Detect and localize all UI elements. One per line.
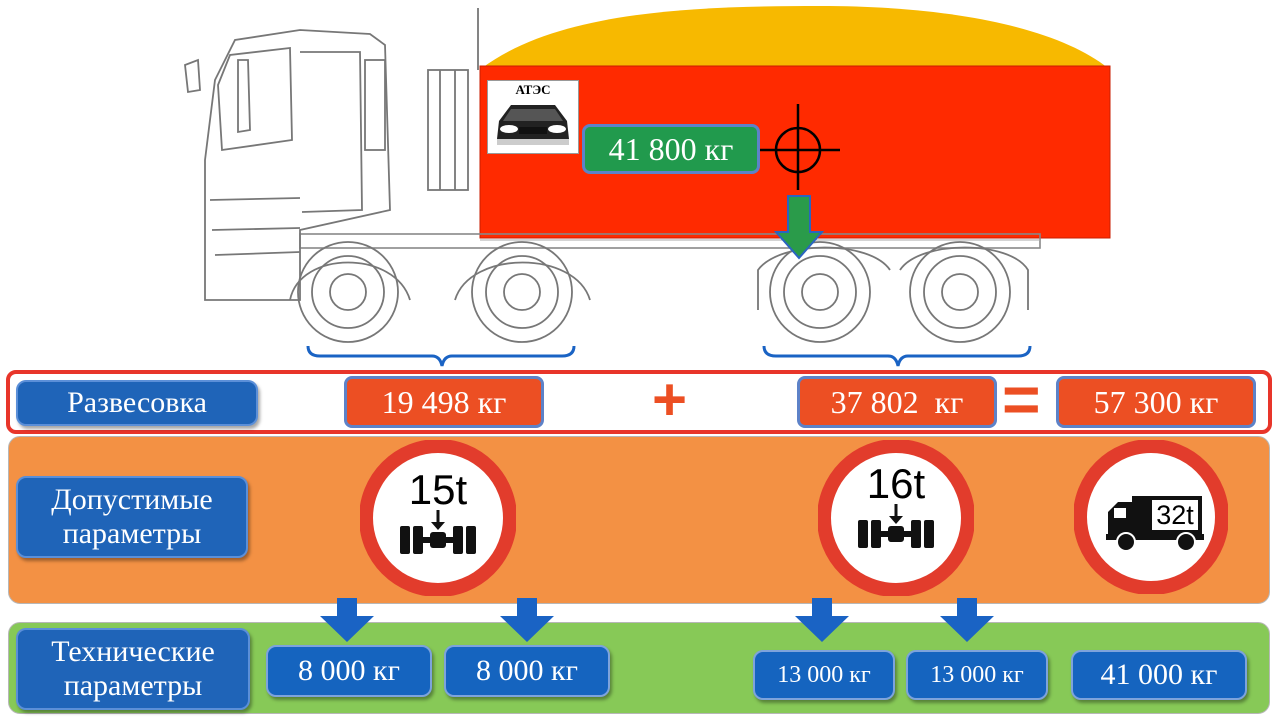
weighing-label: Развесовка (16, 380, 258, 426)
rear-axle-1-capacity: 13 000 кг (753, 650, 895, 700)
total-weight: 57 300 кг (1056, 376, 1256, 428)
atec-badge: АТЭС (487, 80, 579, 154)
front-axle-brace (306, 345, 576, 367)
plus-sign: + (652, 366, 688, 433)
front-axle-2-capacity: 8 000 кг (444, 645, 610, 697)
front-wheel-2 (454, 241, 591, 343)
front-axle-limit-sign: 15t (360, 440, 516, 596)
truck-cab (184, 8, 479, 301)
load-down-arrow (773, 195, 825, 260)
permitted-label: Допустимые параметры (16, 476, 248, 558)
rear-axle-limit-text: 16t (867, 460, 926, 507)
front-axles-weight: 19 498 кг (344, 376, 544, 428)
arrow-down-icon (795, 598, 849, 642)
total-weight-limit-sign: 32t (1074, 440, 1228, 594)
rear-axle-brace (762, 345, 1032, 367)
rear-axles-weight: 37 802 кг (797, 376, 997, 428)
truck-icon (1106, 496, 1204, 552)
technical-label: Технические параметры (16, 628, 250, 710)
front-wheel-1 (289, 241, 411, 343)
car-front-icon (497, 105, 569, 145)
axle-icon (858, 504, 934, 548)
center-of-mass-target (760, 104, 840, 190)
total-capacity: 41 000 кг (1071, 650, 1247, 700)
arrow-down-icon (500, 598, 554, 642)
rear-wheel-1 (757, 241, 891, 343)
rear-axle-limit-sign: 16t (818, 440, 974, 596)
equals-sign: = (1002, 362, 1041, 436)
total-weight-limit-text: 32t (1156, 500, 1194, 530)
arrow-down-icon (940, 598, 994, 642)
cargo-top-dome (482, 6, 1108, 68)
front-axle-1-capacity: 8 000 кг (266, 645, 432, 697)
load-weight-box: 41 800 кг (582, 124, 760, 174)
arrow-down-icon (320, 598, 374, 642)
front-axle-limit-text: 15t (409, 466, 468, 513)
weighing-row-frame (6, 370, 1272, 434)
arrows-down (320, 598, 994, 642)
rear-axle-2-capacity: 13 000 кг (906, 650, 1048, 700)
axle-icon (400, 510, 476, 554)
rear-wheel-2 (899, 241, 1029, 343)
atec-badge-label: АТЭС (515, 82, 551, 97)
